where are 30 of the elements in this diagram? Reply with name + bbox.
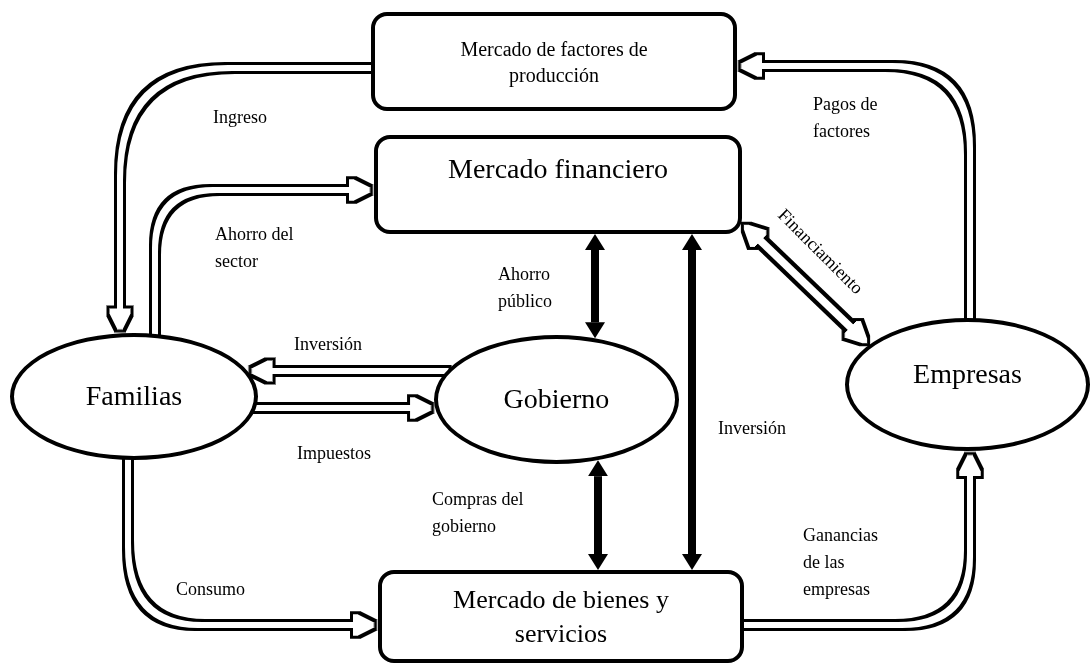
edge-label: Ganancias de las empresas xyxy=(803,524,879,601)
node-label: Mercado de bienes y servicios xyxy=(452,583,670,650)
hollow-arrow xyxy=(252,362,448,380)
node-label: Empresas xyxy=(913,357,1022,392)
edge-label: Impuestos xyxy=(297,442,372,465)
node-label: Gobierno xyxy=(503,382,610,417)
node-label: Mercado financiero xyxy=(448,152,668,187)
node-label: Familias xyxy=(85,379,183,414)
market-box xyxy=(374,135,742,234)
solid-arrow xyxy=(585,234,605,339)
hollow-arrow xyxy=(111,67,372,329)
hollow-arrow xyxy=(742,57,971,319)
edge-label: Inversión xyxy=(718,417,787,440)
hollow-arrow xyxy=(254,399,431,417)
hollow-arrow xyxy=(154,181,369,335)
hollow-arrow xyxy=(745,226,866,342)
hollow-arrow xyxy=(127,458,373,634)
edge-label: Ahorro público xyxy=(498,263,553,313)
solid-arrow xyxy=(588,460,608,570)
market-box xyxy=(371,12,737,111)
edge-label: Pagos de factores xyxy=(813,93,879,143)
solid-arrow xyxy=(682,234,702,570)
market-box xyxy=(378,570,744,663)
hollow-arrow xyxy=(743,456,979,626)
edge-label: Compras del gobierno xyxy=(432,488,525,538)
edge-label: Inversión xyxy=(294,333,363,356)
edge-label: Ingreso xyxy=(213,106,268,129)
edge-label: Consumo xyxy=(176,578,246,601)
node-label: Mercado de factores de producción xyxy=(459,36,649,88)
edge-label: Ahorro del sector xyxy=(215,223,295,273)
